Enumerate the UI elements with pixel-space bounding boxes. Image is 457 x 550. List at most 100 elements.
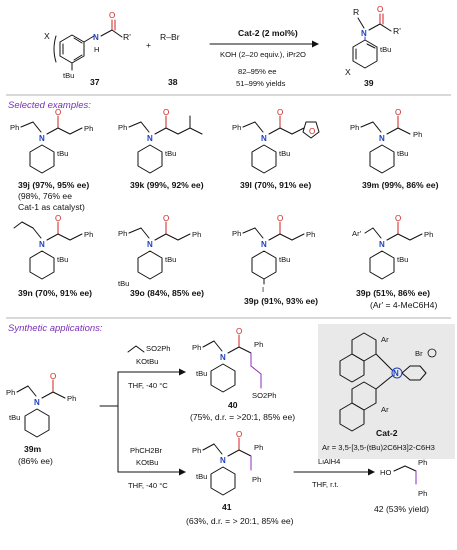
catalyst-box: Ar Ar N Br Cat-2 Ar = 3,5-[3,5-(tBu)2C6H… (318, 324, 455, 459)
svg-text:Ph: Ph (350, 123, 359, 132)
svg-text:N: N (93, 33, 99, 42)
svg-text:Ph: Ph (192, 446, 201, 455)
sm-38: R–Br 38 (160, 32, 180, 87)
svg-text:O: O (109, 11, 115, 20)
example-39k-line1: 39k (99%, 92% ee) (130, 180, 204, 190)
plus-sign: + (146, 40, 151, 50)
svg-text:R': R' (393, 26, 401, 36)
svg-text:Ph: Ph (84, 124, 93, 133)
svg-text:N: N (39, 240, 45, 249)
example-39p2-line1: 39p (51%, 86% ee) (356, 288, 430, 298)
ee-range: 82–95% ee (238, 67, 276, 76)
svg-text:O: O (236, 327, 242, 336)
product-40-label: 40 (228, 400, 238, 410)
svg-text:Ph: Ph (413, 130, 422, 139)
svg-text:tBu: tBu (279, 149, 290, 158)
product-40: Ph N O Ph SO2Ph tBu 40 (75%, d.r. = >20:… (190, 327, 295, 422)
vinyl-sulfone-label: SO2Ph (146, 344, 170, 353)
product-41-label: 41 (222, 502, 232, 512)
svg-text:Ph: Ph (10, 123, 19, 132)
svg-text:O: O (377, 5, 383, 14)
svg-text:O: O (309, 127, 315, 136)
example-39p: Ph N O Ph tBu I 39p (91%, 93% ee) (232, 214, 318, 306)
svg-text:N: N (261, 134, 267, 143)
svg-text:Ph: Ph (232, 123, 241, 132)
svg-text:tBu: tBu (196, 369, 207, 378)
svg-text:N: N (147, 240, 153, 249)
svg-text:O: O (50, 372, 56, 381)
svg-text:N: N (39, 134, 45, 143)
top-conditions: SO2Ph KOtBu THF, -40 °C (127, 344, 170, 390)
reduction-conditions: THF, r.t. (312, 480, 339, 489)
example-39k: Ph N O tBu 39k (99%, 92% ee) (118, 108, 204, 190)
svg-text:N: N (261, 240, 267, 249)
catalyst-ar-top: Ar (381, 335, 389, 344)
svg-text:N: N (147, 134, 153, 143)
example-39l: Ph N O O tBu 39l (70%, 91% ee) (232, 108, 320, 190)
svg-text:O: O (163, 214, 169, 223)
svg-text:N: N (220, 353, 226, 362)
svg-text:H: H (94, 45, 99, 54)
svg-text:Ph: Ph (254, 340, 263, 349)
svg-text:Ph: Ph (232, 229, 241, 238)
top-base-label: KOtBu (136, 357, 158, 366)
svg-text:HO: HO (380, 468, 391, 477)
example-39l-line1: 39l (70%, 91% ee) (240, 180, 311, 190)
svg-text:Ph: Ph (6, 388, 15, 397)
catalyst-ar-definition: Ar = 3,5-[3,5-(tBu)2C6H3]2-C6H3 (322, 443, 435, 452)
svg-text:Ar': Ar' (352, 229, 362, 238)
catalyst-counterion: Br (415, 349, 423, 358)
product-39-label: 39 (364, 78, 374, 88)
example-39p-ar: Ar' N O Ph tBu 39p (51%, 86% ee) (Ar' = … (352, 214, 437, 310)
svg-text:N: N (34, 398, 40, 407)
example-39n-line1: 39n (70%, 91% ee) (18, 288, 92, 298)
svg-text:O: O (277, 108, 283, 117)
product-39-structure: R N O R' tBu X 39 (345, 5, 401, 88)
svg-text:tBu: tBu (380, 45, 391, 54)
svg-text:tBu: tBu (57, 149, 68, 158)
example-39j-line1: 39j (97%, 95% ee) (18, 180, 89, 190)
svg-text:O: O (395, 108, 401, 117)
product-41: Ph N O Ph Ph tBu 41 (63%, d.r. = > 20:1,… (186, 430, 294, 526)
catalyst-ar-bottom: Ar (381, 405, 389, 414)
svg-text:O: O (277, 214, 283, 223)
product-42: HO Ph Ph 42 (53% yield) (374, 458, 429, 514)
example-39n: N O Ph tBu 39n (70%, 91% ee) (13, 214, 93, 298)
example-39p-line1: 39p (91%, 93% ee) (244, 296, 318, 306)
svg-text:N: N (361, 29, 367, 38)
svg-text:Ph: Ph (418, 458, 427, 467)
catalyst-condition: Cat-2 (2 mol%) (238, 28, 298, 38)
svg-text:O: O (395, 214, 401, 223)
svg-text:Ph: Ph (192, 343, 201, 352)
svg-text:tBu: tBu (165, 149, 176, 158)
svg-text:tBu: tBu (118, 279, 129, 288)
svg-text:tBu: tBu (9, 413, 20, 422)
start-39m-ee: (86% ee) (18, 456, 53, 466)
svg-text:tBu: tBu (397, 149, 408, 158)
example-39o-line1: 39o (84%, 85% ee) (130, 288, 204, 298)
svg-text:Ph: Ph (84, 230, 93, 239)
start-39m-label: 39m (24, 444, 42, 454)
svg-text:N: N (220, 456, 226, 465)
svg-text:tBu: tBu (165, 255, 176, 264)
svg-text:N: N (379, 240, 385, 249)
svg-text:I: I (262, 285, 264, 294)
product-41-result: (63%, d.r. = > 20:1, 85% ee) (186, 516, 294, 526)
product-40-result: (75%, d.r. = >20:1, 85% ee) (190, 412, 295, 422)
selected-examples-header: Selected examples: (8, 100, 91, 111)
bottom-conditions-label: THF, -40 °C (128, 481, 168, 490)
svg-text:Ph: Ph (118, 123, 127, 132)
benzyl-bromide-label: PhCH2Br (130, 446, 163, 455)
sm-38-label: 38 (168, 77, 178, 87)
example-39j-line3: Cat-1 as catalyst) (18, 202, 85, 212)
svg-text:Ph: Ph (252, 475, 261, 484)
svg-text:Ph: Ph (118, 229, 127, 238)
substituent-rprime: R' (123, 32, 131, 42)
svg-text:tBu: tBu (397, 255, 408, 264)
svg-text:O: O (163, 108, 169, 117)
example-39m: Ph N O Ph tBu 39m (99%, 86% ee) (350, 108, 439, 190)
svg-text:tBu: tBu (196, 472, 207, 481)
svg-text:O: O (236, 430, 242, 439)
svg-text:tBu: tBu (279, 255, 290, 264)
